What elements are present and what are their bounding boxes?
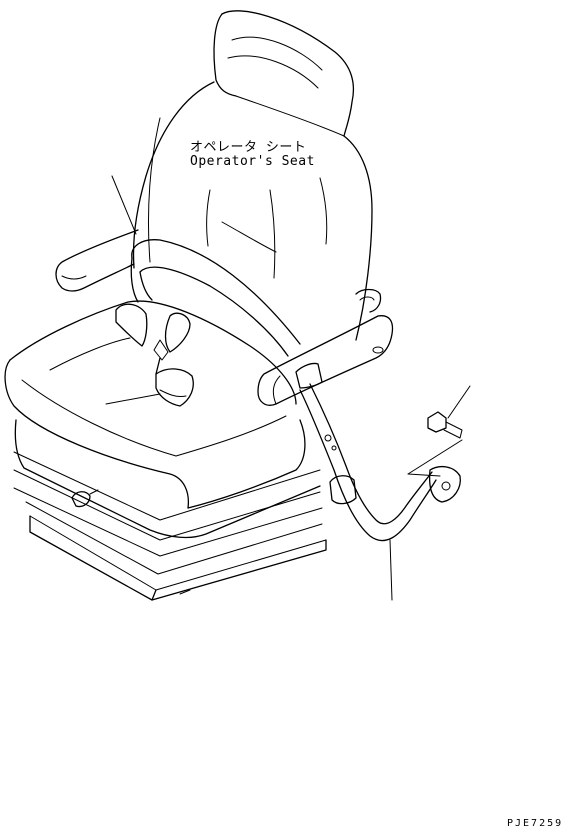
drawing-code: PJE7259: [507, 818, 564, 829]
headrest: [213, 10, 355, 137]
seat-label-jp: オペレータ シート: [190, 140, 307, 155]
seat-label-en: Operator's Seat: [190, 154, 315, 169]
backrest: [132, 81, 373, 341]
left-armrest: [55, 229, 139, 292]
belt-buckle: [115, 303, 191, 361]
seat-frame: [130, 239, 301, 357]
anchor-bracket: [428, 465, 461, 503]
belt-tongue: [155, 357, 194, 407]
seat-cushion: [4, 300, 306, 509]
right-armrest: [257, 288, 394, 406]
seat-belt-strap: [295, 362, 437, 542]
bolt: [427, 411, 463, 439]
seat-base: [13, 419, 327, 601]
leader-lines: [105, 175, 471, 601]
